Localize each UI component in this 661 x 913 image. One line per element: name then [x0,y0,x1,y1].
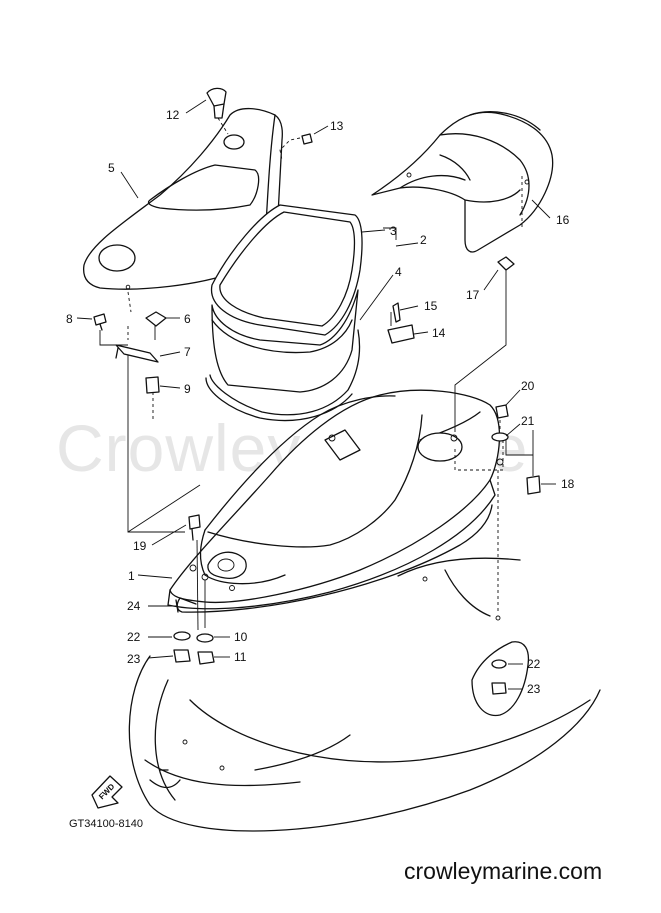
leader-lines [76,99,556,690]
part-12-knob [206,87,229,135]
part-2-storage-box [210,204,363,393]
part-16-rear-cover [371,111,554,253]
hull-outline [128,557,601,832]
part-14-bracket [387,324,415,344]
part-22a-washer [173,631,191,641]
callout-16: 16 [556,213,570,227]
callout-23: 23 [127,652,141,666]
callout-5: 5 [108,161,115,175]
callout-1: 1 [128,569,135,583]
rear-inset-panel [471,641,530,717]
part-23a-nut [173,649,191,663]
callout-10: 10 [234,630,248,644]
callout-22-rear: 22 [527,657,541,671]
assembly-lines [99,176,534,631]
part-21-washer [491,432,509,442]
part-18-grommet [526,475,541,495]
diagram-code: GT34100-8140 [69,818,143,830]
callout-3: 3 [390,224,397,238]
callout-23-rear: 23 [527,682,541,696]
part-10-washer [196,633,214,643]
part-17-clip [497,256,515,271]
part-1-deck [167,389,504,613]
part-6-clip [145,311,167,327]
callout-8: 8 [66,312,73,326]
callout-20: 20 [521,379,535,393]
callout-11: 11 [234,650,247,664]
part-24-gasket [176,504,493,613]
part-9-grommet [145,376,160,394]
part-8-bolt [93,313,107,331]
part-15-bolt [392,302,401,323]
part-4-seal [205,329,361,422]
callout-15: 15 [424,299,438,313]
callout-2: 2 [420,233,427,247]
part-11-nut [197,651,215,665]
callout-17: 17 [466,288,480,302]
part-13-screw [279,133,313,161]
callout-19: 19 [133,539,147,553]
callout-21: 21 [521,414,535,428]
callout-7: 7 [184,345,191,359]
callout-4: 4 [395,265,402,279]
callout-13: 13 [330,119,344,133]
fwd-arrow-shape [91,775,123,809]
site-footer: crowleymarine.com [404,858,603,884]
callout-6: 6 [184,312,191,326]
callout-12: 12 [166,108,180,122]
callout-14: 14 [432,326,446,340]
part-20-bolt [495,404,509,419]
callout-18: 18 [561,477,575,491]
callout-24: 24 [127,599,141,613]
callout-22: 22 [127,630,141,644]
part-5-front-cover [82,107,283,290]
callout-9: 9 [184,382,191,396]
part-7-bracket [115,344,159,363]
part-19-bolt [188,514,201,541]
